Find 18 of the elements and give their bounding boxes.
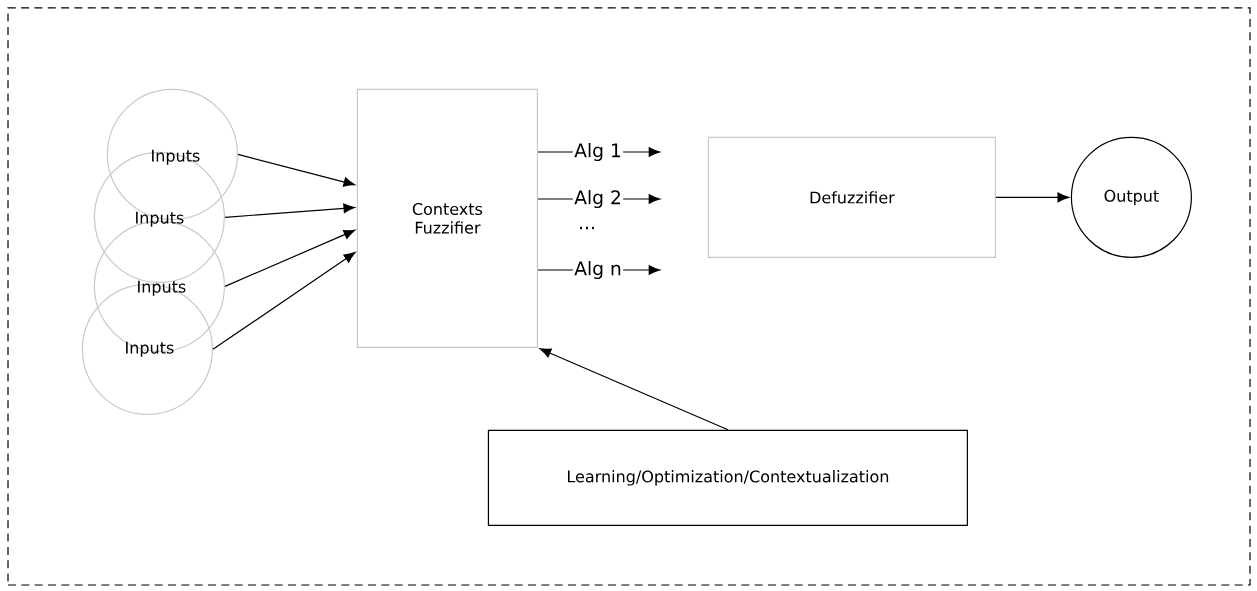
process-box: Defuzzifier <box>707 136 996 258</box>
edge-label: Alg 2 <box>572 188 624 210</box>
ellipsis-label: ... <box>580 226 594 230</box>
node-label: Inputs <box>126 341 174 357</box>
process-box: Learning/Optimization/Contextualization <box>487 429 968 526</box>
arrow <box>224 229 356 287</box>
node-label: Inputs <box>138 280 186 296</box>
node-label: Inputs <box>152 149 200 165</box>
arrow <box>212 252 356 350</box>
edge-label: Alg n <box>572 259 624 281</box>
arrow <box>995 192 1070 203</box>
dashed-frame <box>7 7 1251 586</box>
node-label: Inputs <box>136 211 184 227</box>
arrow <box>224 203 356 218</box>
process-box: Contexts Fuzzifier <box>356 88 538 348</box>
arrow <box>237 153 356 187</box>
arrow <box>539 348 729 431</box>
edge-label: Alg 1 <box>572 141 624 163</box>
